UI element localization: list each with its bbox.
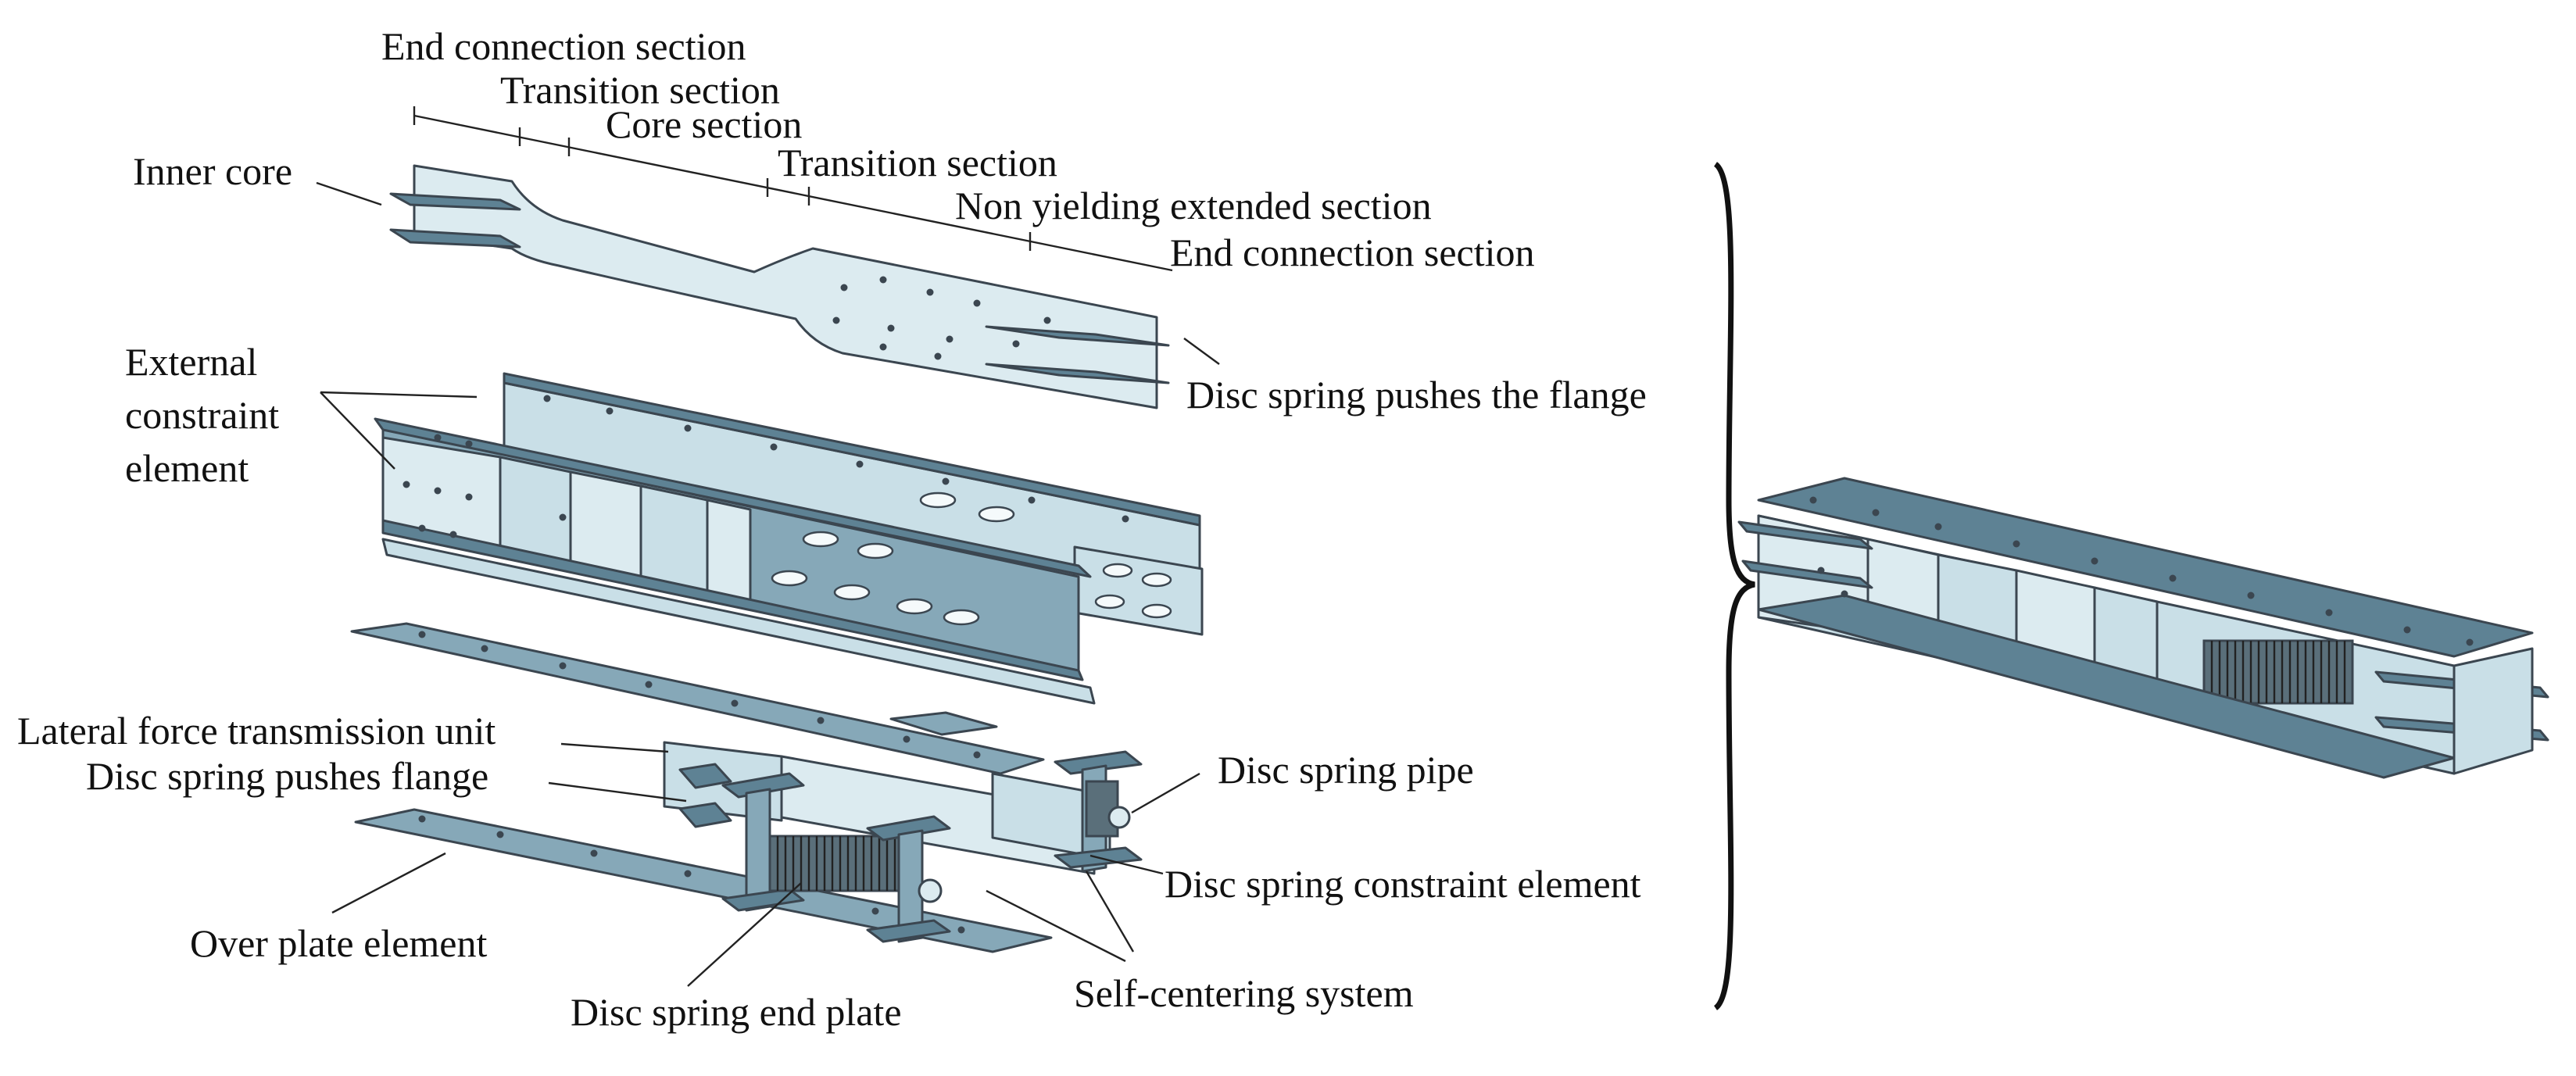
assembled-brb (1737, 477, 2549, 779)
main-box-top-flange (374, 417, 1092, 578)
label-lateral-force-unit: Lateral force transmission unit (17, 709, 496, 752)
inner-core-holes (832, 276, 1051, 360)
main-box-bottom-flange (381, 519, 1084, 681)
label-non-yielding-section: Non yielding extended section (955, 184, 1432, 227)
over-plate-holes (418, 631, 981, 934)
over-plate-lower (354, 808, 1053, 953)
disc-spring-end-plate-right (866, 815, 951, 943)
label-over-plate-element: Over plate element (190, 921, 487, 965)
over-plate-upper-tab (889, 711, 998, 736)
left-flange-push-lower (678, 802, 732, 828)
section-dimension-line (413, 106, 1173, 272)
inner-core-left-flange-upper (389, 192, 521, 211)
disc-spring-end-plate-left (721, 772, 805, 912)
lower-long-channel (381, 538, 1096, 705)
left-flange-push (678, 763, 732, 789)
inner-core-part (389, 164, 1170, 409)
leader-lines (316, 181, 1220, 987)
label-external-constraint-3: element (125, 446, 249, 490)
inner-core-right-flange-lower (985, 363, 1170, 384)
label-end-connection-right: End connection section (1170, 231, 1535, 274)
label-disc-spring-pushes-the-flange: Disc spring pushes the flange (1186, 373, 1647, 416)
assembled-spring-coil (2202, 639, 2354, 705)
label-transition-section-1: Transition section (500, 68, 780, 112)
label-disc-spring-end-plate: Disc spring end plate (571, 990, 902, 1034)
label-external-constraint-1: External (125, 340, 257, 384)
self-centering-body (780, 755, 1096, 875)
label-disc-spring-pushes-flange: Disc spring pushes flange (86, 754, 488, 798)
self-centering-part (663, 741, 1143, 943)
constraint-slots (771, 492, 1172, 626)
label-self-centering-system: Self-centering system (1074, 971, 1414, 1015)
label-inner-core: Inner core (133, 149, 292, 193)
label-external-constraint-2: constraint (125, 393, 279, 437)
constraint-holes (402, 395, 1129, 538)
label-core-section: Core section (606, 102, 802, 146)
disc-spring-pipe-end-lower (918, 878, 943, 903)
external-constraint-part (374, 372, 1204, 705)
inner-core-left-flange-lower (389, 228, 521, 248)
assembled-right-end (2453, 647, 2534, 775)
label-disc-spring-pipe: Disc spring pipe (1218, 748, 1474, 792)
assembled-holes (1809, 496, 2474, 646)
assembled-left-flange-1 (1737, 520, 1873, 550)
label-end-connection-top: End connection section (381, 24, 746, 68)
upper-channel-top-flange (503, 372, 1201, 527)
assembled-top-plate (1757, 477, 2534, 658)
label-transition-section-2: Transition section (778, 141, 1057, 184)
disc-spring-constraint-right (1054, 750, 1143, 873)
main-box-stiffeners (499, 456, 752, 603)
label-disc-spring-constraint: Disc spring constraint element (1165, 862, 1641, 906)
disc-spring-coil-lower (768, 835, 908, 892)
over-plate-part (350, 622, 1053, 953)
inner-core-plate (413, 164, 1158, 409)
inner-core-right-flange-upper (985, 325, 1170, 347)
over-plate-upper (350, 622, 1045, 775)
assembly-brace (1713, 162, 1755, 1010)
